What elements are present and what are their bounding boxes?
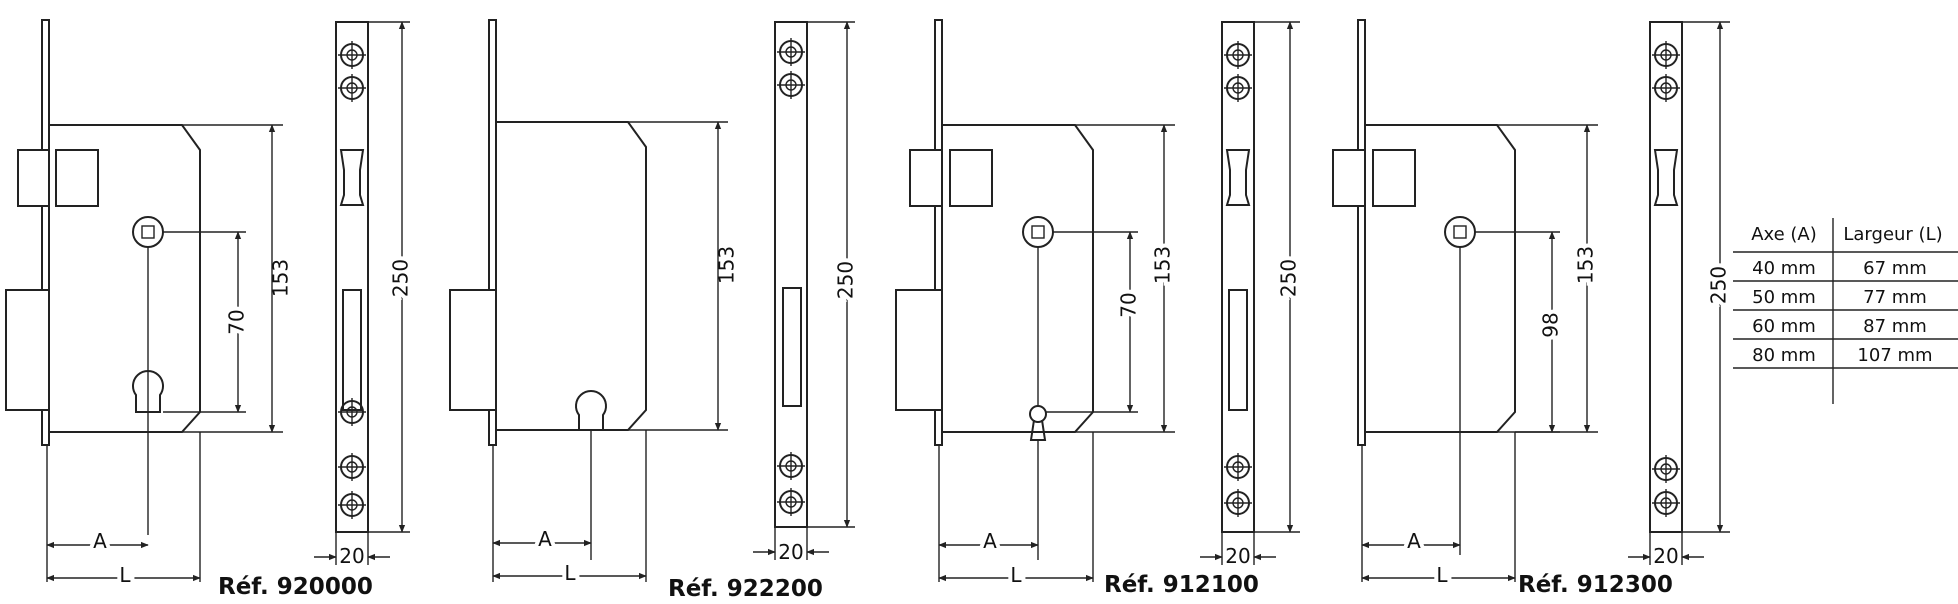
table-cell: 87 mm xyxy=(1863,316,1927,337)
plate-height-label: 250 xyxy=(389,259,413,297)
width-label: L xyxy=(1010,563,1022,587)
plate-width-label: 20 xyxy=(1653,544,1678,568)
screw-hole-icon xyxy=(338,453,366,481)
lock-920000: 153 70 250 20 A L Réf. 920000 xyxy=(5,19,417,600)
table-cell: 77 mm xyxy=(1863,287,1927,308)
plate-width-label: 20 xyxy=(778,540,803,564)
plate-height-label: 250 xyxy=(1707,266,1731,304)
latch-opening xyxy=(1653,149,1679,206)
backset-label: A xyxy=(1407,529,1421,553)
faceplate xyxy=(314,21,410,565)
dead-bolt xyxy=(895,289,943,411)
bolt-opening xyxy=(1228,289,1248,411)
screw-hole-icon xyxy=(1652,489,1680,517)
width-label: L xyxy=(564,561,576,585)
faceplate xyxy=(1628,21,1730,565)
latch-opening xyxy=(339,149,365,206)
screw-hole-icon xyxy=(1224,74,1252,102)
dimension-lines xyxy=(1361,124,1598,582)
plate-height-label: 250 xyxy=(1277,259,1301,297)
latch-bolt xyxy=(17,149,50,207)
reference-label: Réf. 912100 xyxy=(1104,572,1259,598)
lock-922200: 153 250 20 A L Réf. 922200 xyxy=(449,19,862,602)
height-dimension-label: 153 xyxy=(715,246,739,284)
table-cell: 40 mm xyxy=(1752,258,1816,279)
follower-icon xyxy=(132,216,164,248)
plate-width-label: 20 xyxy=(339,544,364,568)
screw-hole-icon xyxy=(777,488,805,516)
axis-dimension-label: 70 xyxy=(225,309,249,334)
cylinder-hole-icon xyxy=(575,390,607,431)
height-dimension-label: 153 xyxy=(269,259,293,297)
lock-912100: 153 70 250 20 A L Réf. 912100 xyxy=(895,19,1305,598)
keyhole-icon xyxy=(1029,405,1047,441)
table-header-largeur: Largeur (L) xyxy=(1843,224,1942,245)
table-cell: 107 mm xyxy=(1857,345,1932,366)
axis-dimension-label: 98 xyxy=(1539,312,1563,337)
table-cell: 80 mm xyxy=(1752,345,1816,366)
screw-hole-icon xyxy=(1224,453,1252,481)
width-label: L xyxy=(1436,563,1448,587)
latch-bolt xyxy=(1332,149,1366,207)
backset-label: A xyxy=(93,529,107,553)
screw-hole-icon xyxy=(1652,455,1680,483)
reference-label: Réf. 912300 xyxy=(1518,572,1673,598)
bolt-opening xyxy=(782,287,802,407)
screw-hole-icon xyxy=(338,41,366,69)
width-label: L xyxy=(119,563,131,587)
backset-label: A xyxy=(538,527,552,551)
screw-hole-icon xyxy=(338,491,366,519)
follower-icon xyxy=(1444,216,1476,248)
lock-body xyxy=(895,19,1094,560)
table-cell: 60 mm xyxy=(1752,316,1816,337)
screw-hole-icon xyxy=(1652,41,1680,69)
faceplate xyxy=(1200,21,1300,565)
latch-bolt xyxy=(909,149,943,207)
dimension-lines xyxy=(492,121,728,582)
lock-912300: 153 98 250 20 A L Réf. 912300 xyxy=(1332,19,1735,598)
bolt-opening xyxy=(342,289,362,411)
latch-opening xyxy=(1225,149,1251,206)
plate-height-label: 250 xyxy=(834,261,858,299)
faceplate xyxy=(753,21,855,560)
plate-width-label: 20 xyxy=(1225,544,1250,568)
dimension-table: Axe (A) Largeur (L) 40 mm 67 mm 50 mm 77… xyxy=(1733,218,1958,404)
dimension-lines xyxy=(938,124,1175,582)
lock-body xyxy=(1332,19,1516,555)
cylinder-hole-icon xyxy=(132,370,164,413)
table-cell: 50 mm xyxy=(1752,287,1816,308)
dimension-lines xyxy=(46,124,283,582)
height-dimension-label: 153 xyxy=(1574,246,1598,284)
dead-bolt xyxy=(449,289,497,411)
table-header-axe: Axe (A) xyxy=(1751,224,1817,245)
screw-hole-icon xyxy=(777,38,805,66)
screw-hole-icon xyxy=(777,71,805,99)
axis-dimension-label: 70 xyxy=(1117,292,1141,317)
screw-hole-icon xyxy=(338,74,366,102)
screw-hole-icon xyxy=(338,398,366,426)
height-dimension-label: 153 xyxy=(1151,246,1175,284)
screw-hole-icon xyxy=(1652,74,1680,102)
screw-hole-icon xyxy=(1224,41,1252,69)
lock-body xyxy=(449,19,647,560)
screw-hole-icon xyxy=(777,452,805,480)
screw-hole-icon xyxy=(1224,489,1252,517)
dead-bolt xyxy=(5,289,50,411)
lock-body xyxy=(5,19,201,535)
follower-icon xyxy=(1022,216,1054,248)
backset-label: A xyxy=(983,529,997,553)
reference-label: Réf. 920000 xyxy=(218,574,373,600)
table-cell: 67 mm xyxy=(1863,258,1927,279)
reference-label: Réf. 922200 xyxy=(668,576,823,602)
